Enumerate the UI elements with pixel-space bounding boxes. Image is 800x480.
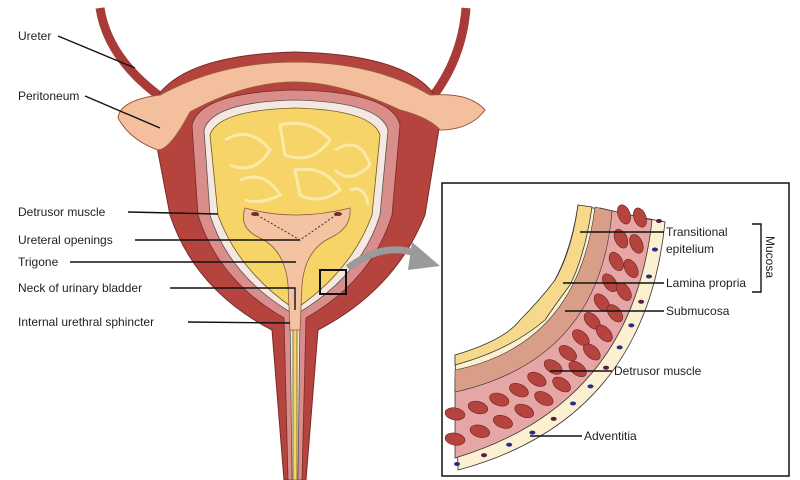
label-detrusor-inset: Detrusor muscle <box>614 364 702 378</box>
vessel-dot <box>529 430 536 435</box>
muscle-fiber <box>608 251 624 271</box>
muscle-fiber <box>606 304 624 323</box>
vessel-dot <box>603 365 610 370</box>
vessel-dot <box>656 219 662 223</box>
muscle-fiber <box>623 259 639 279</box>
muscle-fiber <box>613 228 629 249</box>
muscle-fiber <box>568 360 587 378</box>
muscle-fiber <box>629 234 644 254</box>
vessel-dot <box>616 345 623 350</box>
muscle-fiber <box>617 204 631 225</box>
muscle-fiber <box>552 376 571 393</box>
muscle-fiber <box>509 383 529 398</box>
leader-sphincter <box>187 321 291 324</box>
label-transitional-1: Transitional <box>666 225 728 239</box>
muscle-fiber <box>527 371 547 387</box>
leader-detrusor <box>127 211 219 215</box>
leader-ureter <box>57 35 136 69</box>
muscle-fiber <box>444 407 466 421</box>
right-ureter <box>426 7 471 103</box>
label-ureter: Ureter <box>18 29 51 43</box>
muscle-fiber <box>469 424 490 438</box>
left-ureter <box>95 7 168 104</box>
trigone <box>242 207 351 331</box>
leader-neck <box>170 287 296 310</box>
label-sphincter: Internal urethral sphincter <box>18 315 154 329</box>
label-transitional-2: epitelium <box>666 242 714 256</box>
lamina-propria-layer <box>454 206 613 393</box>
muscle-fiber <box>534 391 554 406</box>
vessel-dot <box>506 442 513 447</box>
label-neck: Neck of urinary bladder <box>18 281 142 295</box>
vessel-dot <box>454 462 460 466</box>
muscle-fiber <box>444 432 466 446</box>
lumen-pattern <box>224 121 372 206</box>
muscle-fiber <box>633 207 647 228</box>
transitional-epithelium-layer <box>454 204 593 366</box>
vessel-dot <box>550 416 557 421</box>
muscle-fiber <box>558 345 577 362</box>
arrow-head-icon <box>408 242 440 270</box>
leader-peritoneum <box>84 95 161 129</box>
vessel-dot <box>628 323 635 328</box>
vessel-dot <box>570 401 577 406</box>
muscle-fiber <box>514 403 535 419</box>
label-trigone: Trigone <box>18 255 59 269</box>
vessel-dot <box>651 247 658 252</box>
muscle-fibers <box>444 204 647 446</box>
label-lamina-propria: Lamina propria <box>666 276 746 290</box>
vessel-dot <box>481 453 488 458</box>
vessel-dot <box>638 299 645 304</box>
muscle-fiber <box>595 324 613 343</box>
label-adventitia: Adventitia <box>584 429 637 443</box>
mucosa-bracket <box>752 223 762 293</box>
label-detrusor: Detrusor muscle <box>18 205 106 219</box>
muscle-fiber <box>467 400 489 415</box>
wall-inset: Transitional epitelium Lamina propria Su… <box>441 182 790 477</box>
muscle-fiber <box>493 415 513 429</box>
vessel-dot <box>646 274 653 279</box>
zoom-region-box <box>319 269 347 295</box>
label-peritoneum: Peritoneum <box>18 89 79 103</box>
peritoneum <box>117 61 486 151</box>
muscle-fiber <box>583 343 601 361</box>
label-submucosa: Submucosa <box>666 304 730 318</box>
vessel-dot <box>587 384 594 389</box>
adventitia-vessels <box>454 219 662 466</box>
label-mucosa: Mucosa <box>763 236 777 278</box>
label-ureteral-openings: Ureteral openings <box>18 233 113 247</box>
muscle-fiber <box>489 392 510 407</box>
